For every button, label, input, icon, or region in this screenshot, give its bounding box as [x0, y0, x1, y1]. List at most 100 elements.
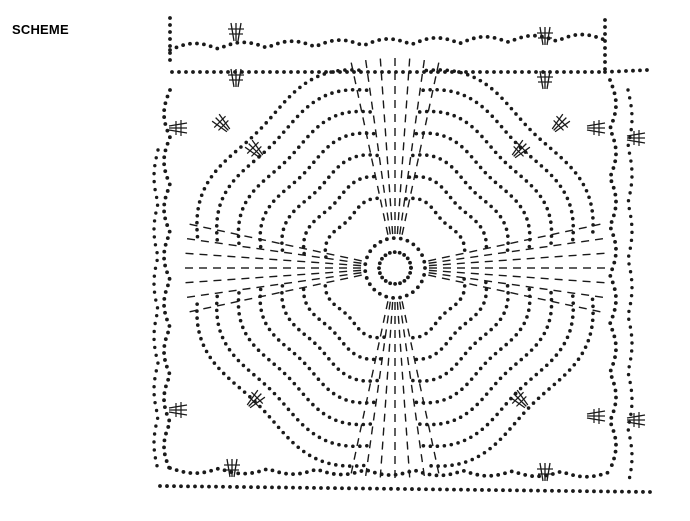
- frame-stitch: [445, 37, 450, 42]
- petal-stitch: [475, 129, 479, 134]
- frame-stitch: [612, 287, 617, 292]
- petal-stitch: [341, 371, 346, 376]
- petal-stitch: [328, 206, 332, 210]
- cluster-symbol: [537, 462, 553, 482]
- frame-stitch: [480, 488, 484, 492]
- dc-stitch: [382, 343, 386, 352]
- dc-stitch: [412, 129, 416, 138]
- petal-stitch: [292, 150, 297, 155]
- frame-stitch: [580, 32, 585, 37]
- frame-stitch: [195, 471, 200, 476]
- frame-stitch: [228, 42, 233, 47]
- frame-stitch: [284, 485, 288, 490]
- frame-stitch: [391, 37, 396, 42]
- dc-stitch: [442, 274, 451, 277]
- dc-stitch: [242, 245, 251, 249]
- petal-stitch: [473, 341, 477, 345]
- frame-stitch: [515, 488, 519, 493]
- frame-stitch: [242, 485, 246, 489]
- petal-stitch: [428, 131, 433, 136]
- frame-stitch: [282, 70, 286, 74]
- petal-stitch: [514, 362, 518, 366]
- cluster-stem: [626, 414, 646, 419]
- petal-stitch: [549, 358, 554, 363]
- frame-stitch: [191, 70, 195, 74]
- dc-stitch: [203, 306, 212, 310]
- frame-stitch: [612, 91, 617, 96]
- petal-stitch: [218, 164, 223, 168]
- frame-stitch: [275, 41, 280, 46]
- petal-stitch: [418, 197, 422, 202]
- frame-stitch: [389, 486, 393, 491]
- petal-stitch: [439, 185, 444, 189]
- dc-stitch: [410, 143, 414, 152]
- petal-stitch: [591, 311, 595, 316]
- petal-stitch: [341, 160, 346, 165]
- petal-stitch: [460, 387, 464, 391]
- frame-stitch: [496, 473, 501, 477]
- petal-stitch: [565, 196, 570, 201]
- frame-stitch: [630, 175, 634, 179]
- petal-stitch: [267, 145, 272, 150]
- petal-stitch: [246, 164, 251, 168]
- petal-stitch: [364, 175, 369, 179]
- petal-stitch: [449, 89, 453, 94]
- frame-stitch: [162, 202, 167, 207]
- dc-stitch: [456, 275, 465, 279]
- stitch-spokes: [185, 58, 605, 478]
- petal-stitch: [287, 347, 292, 351]
- dc-stitch: [356, 89, 360, 98]
- petal-stitch: [216, 210, 221, 214]
- petal-stitch: [277, 396, 282, 401]
- petal-stitch: [448, 136, 453, 141]
- petal-stitch: [411, 335, 415, 340]
- petal-stitch: [424, 200, 428, 205]
- petal-stitch: [438, 68, 443, 72]
- petal-stitch: [292, 381, 297, 386]
- petal-stitch: [414, 357, 419, 362]
- petal-stitch: [526, 308, 531, 312]
- petal-stitch: [493, 351, 498, 356]
- petal-stitch: [465, 72, 470, 77]
- petal-stitch: [321, 382, 325, 387]
- petal-stitch: [531, 401, 536, 405]
- petal-stitch: [453, 201, 457, 205]
- frame-stitch: [629, 103, 633, 108]
- center-stitch: [378, 271, 382, 275]
- dc-stitch: [398, 329, 401, 338]
- dc-stitch: [424, 117, 428, 126]
- petal-stitch: [301, 244, 306, 249]
- frame-stitch: [163, 101, 168, 106]
- frame-stitch: [583, 70, 587, 74]
- frame-stitch: [153, 400, 157, 405]
- petal-stitch: [238, 213, 243, 218]
- petal-stitch: [311, 100, 316, 105]
- frame-stitch: [164, 364, 169, 369]
- petal-stitch: [465, 382, 469, 387]
- dc-stitch: [227, 255, 236, 258]
- petal-stitch: [236, 173, 241, 178]
- frame-stitch: [181, 43, 186, 48]
- frame-stitch: [166, 425, 171, 429]
- dc-stitch: [373, 172, 377, 181]
- petal-stitch: [528, 127, 532, 132]
- cluster-stem: [626, 139, 646, 144]
- frame-stitch: [610, 327, 615, 332]
- petal-stitch: [352, 180, 356, 185]
- dc-stitch: [382, 184, 386, 193]
- dc-stitch: [271, 291, 280, 295]
- frame-stitch: [611, 362, 616, 366]
- petal-stitch: [425, 379, 429, 383]
- frame-stitch: [282, 39, 287, 44]
- petal-stitch: [513, 169, 518, 174]
- frame-stitch: [325, 470, 329, 475]
- frame-stitch: [612, 456, 616, 461]
- petal-stitch: [334, 463, 338, 467]
- petal-stitch: [517, 416, 521, 421]
- petal-stitch: [331, 391, 336, 396]
- center-stitch: [363, 269, 368, 274]
- dc-stitch: [407, 72, 410, 81]
- dc-stitch: [401, 371, 404, 380]
- petal-stitch: [542, 331, 547, 336]
- frame-stitch: [198, 70, 202, 74]
